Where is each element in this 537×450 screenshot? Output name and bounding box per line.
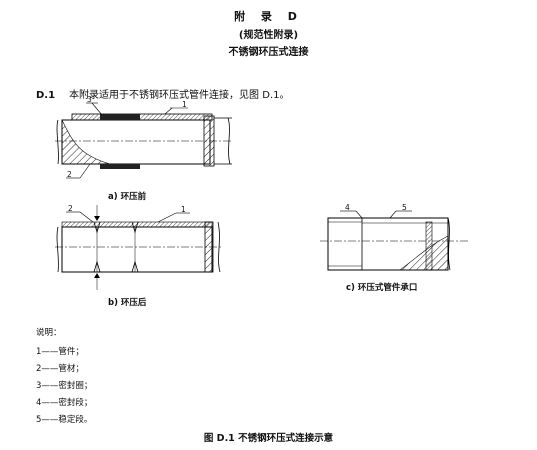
figure-b-drawing — [55, 205, 222, 290]
appendix-type: (规范性附录) — [238, 30, 299, 41]
figure-c-drawing — [320, 210, 468, 271]
figure-title: 图 D.1 不锈钢环压式连接示意 — [203, 433, 334, 444]
callout-a-3: 3 — [87, 95, 92, 104]
clause-text: 本附录适用于不锈钢环压式管件连接，见图 D.1。 — [69, 90, 290, 101]
legend-item: 2——管材； — [36, 364, 84, 374]
caption-figure-a: a) 环压前 — [108, 192, 147, 202]
callout-b-2: 2 — [68, 204, 73, 213]
caption-figure-c: c) 环压式管件承口 — [346, 283, 418, 293]
callout-a-2: 2 — [67, 170, 72, 179]
callout-c-5: 5 — [402, 203, 407, 212]
callout-c-4: 4 — [345, 203, 350, 212]
appendix-subject: 不锈钢环压式连接 — [228, 47, 309, 58]
legend-item: 1——管件； — [36, 347, 84, 357]
caption-figure-b: b) 环压后 — [108, 298, 147, 308]
legend-item: 4——密封段； — [36, 398, 93, 408]
clause-paragraph: D.1 本附录适用于不锈钢环压式管件连接，见图 D.1。 — [36, 86, 289, 101]
appendix-title: 附 录 D — [234, 10, 303, 23]
legend-title: 说明： — [36, 328, 62, 338]
legend-item: 5——稳定段。 — [36, 415, 93, 425]
figure-a-drawing — [55, 102, 232, 179]
callout-a-1: 1 — [182, 100, 187, 109]
legend-item: 3——密封圈； — [36, 381, 93, 391]
clause-number: D.1 — [36, 90, 56, 101]
callout-b-1: 1 — [181, 205, 186, 214]
